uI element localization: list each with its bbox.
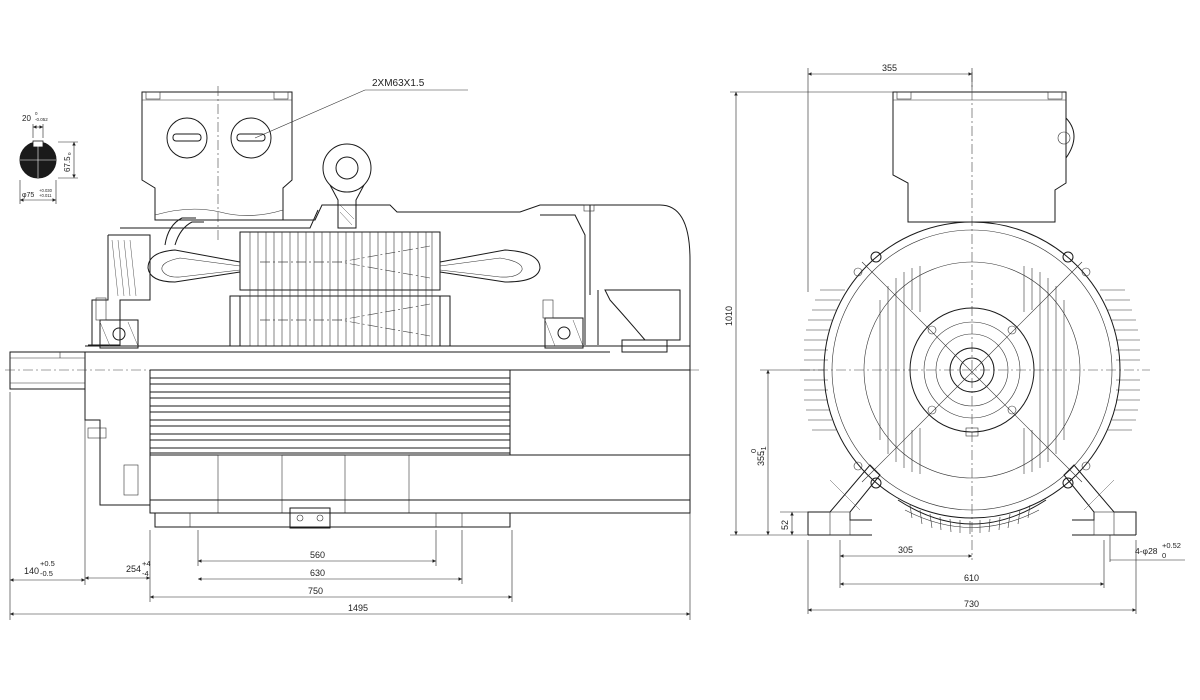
frame-housing-section — [88, 204, 691, 370]
end-shield-grille — [879, 266, 1065, 474]
dim-750: 750 — [308, 586, 323, 596]
stator-core — [229, 231, 451, 347]
end-cooling-fins — [804, 289, 1140, 431]
dim-shaft-height-tol-upper: 0 — [749, 449, 758, 453]
mounting-feet — [149, 454, 691, 529]
hole-note: 4-φ28 — [1135, 546, 1158, 556]
dim-254: 254 — [126, 564, 141, 574]
keyway-depth-value: 67.5 — [63, 156, 72, 172]
hole-tol-upper: +0.52 — [1162, 541, 1181, 550]
dim-560: 560 — [310, 550, 325, 560]
keyway-section-detail: 20 0 -0.052 67.5 0 φ75 +0.030 +0.011 — [19, 111, 78, 204]
shaft-dia-tol-upper: +0.030 — [39, 188, 53, 193]
dim-355-top: 355 — [882, 63, 897, 73]
dim-630: 630 — [310, 568, 325, 578]
shaft-dia-tol-lower: +0.011 — [39, 193, 52, 198]
bearing-de — [95, 297, 139, 349]
side-view: 2XM63X1.5 — [5, 78, 700, 620]
bearing-nde — [542, 299, 584, 349]
shaft-extension — [9, 351, 86, 390]
end-terminal-box — [892, 91, 1075, 223]
end-bolts — [853, 251, 1091, 489]
dim-730: 730 — [964, 599, 979, 609]
end-view: 355 1010 355 0 -1 52 305 610 730 — [724, 63, 1185, 614]
dim-shaft-height: 355 — [756, 451, 766, 466]
frame-cooling-fins — [84, 369, 691, 506]
keyway-width-value: 20 — [22, 114, 31, 123]
fan-cowl-grille — [897, 499, 1047, 534]
end-view-dimensions: 355 1010 355 0 -1 52 305 610 730 — [724, 63, 1185, 614]
dim-254-tol-lower: -4 — [142, 569, 149, 578]
terminal-box: 2XM63X1.5 — [141, 78, 468, 240]
thread-note: 2XM63X1.5 — [372, 78, 425, 89]
dim-52: 52 — [780, 520, 790, 530]
keyway-width-tol-upper: 0 — [35, 111, 38, 116]
dim-1010: 1010 — [724, 306, 734, 326]
dim-shaft-height-tol-lower: -1 — [759, 446, 768, 453]
end-windings — [147, 217, 541, 283]
end-feet — [807, 464, 1137, 536]
shaft-diameter-value: φ75 — [22, 192, 34, 199]
dim-1495: 1495 — [348, 603, 368, 613]
dim-254-tol-upper: +4 — [142, 559, 151, 568]
hole-tol-lower: 0 — [1162, 551, 1166, 560]
lifting-eye — [322, 143, 372, 229]
keyway-width-tol-lower: -0.052 — [35, 117, 48, 122]
dim-305: 305 — [898, 545, 913, 555]
dim-shaft-extension-tol-upper: +0.5 — [40, 559, 55, 568]
dim-shaft-extension-tol-lower: -0.5 — [40, 569, 53, 578]
keyway-depth-tol: 0 — [67, 152, 72, 155]
side-view-dimensions: 140 +0.5 -0.5 254 +4 -4 560 630 750 1495 — [9, 392, 691, 620]
dim-shaft-extension: 140 — [24, 566, 39, 576]
dim-610: 610 — [964, 573, 979, 583]
